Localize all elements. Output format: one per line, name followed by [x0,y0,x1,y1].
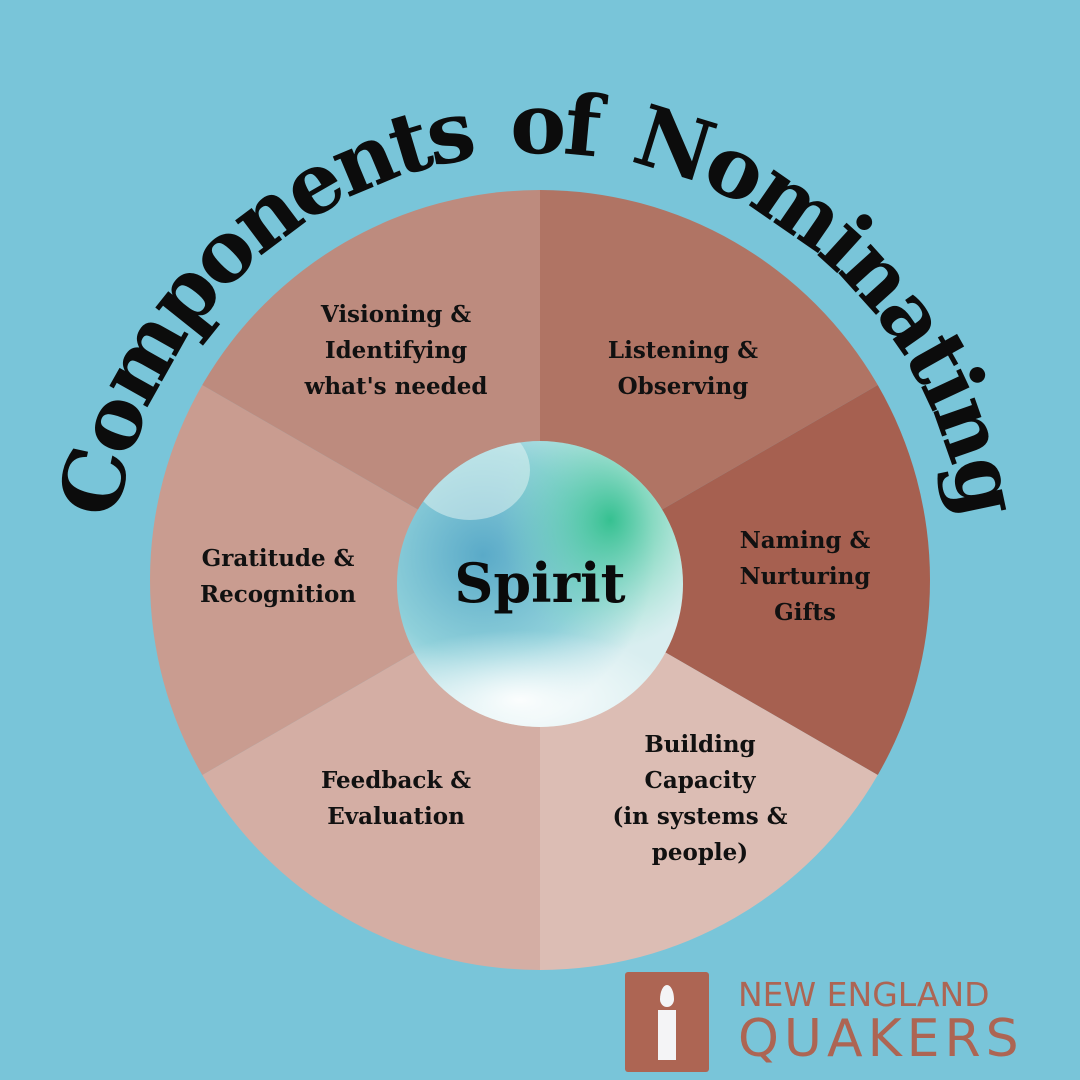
logo-line1: NEW ENGLAND [738,975,990,1014]
segment-label-line: Recognition [200,581,356,608]
segment-wedge [150,385,540,775]
segment-wedge [540,385,930,775]
segment-label-line: Capacity [645,767,757,794]
segment-label-line: (in systems & [613,803,788,830]
quakers-logo-candle-icon [625,972,709,1072]
segment-label-line: Visioning & [320,301,471,328]
segment-label-line: Gratitude & [202,545,355,572]
segment-label-line: Evaluation [327,803,465,830]
segment-label-line: Listening & [608,337,758,364]
logo-line2: QUAKERS [738,1009,1024,1069]
flame-icon [660,985,674,1007]
segment-label-line: Building [644,731,755,758]
logo-text: NEW ENGLAND QUAKERS [738,978,1024,1065]
segment-label-line: people) [652,839,748,866]
segment-label-line: Nurturing [740,563,871,590]
segment-label-line: what's needed [304,373,488,400]
segment-label-line: Gifts [774,599,836,626]
candle-icon [658,1010,676,1060]
title-char: f [560,75,610,177]
segment-label-line: Naming & [740,527,871,554]
segment-label-line: Identifying [325,337,467,364]
segment-label-line: Observing [618,373,749,400]
title-char: o [510,74,566,173]
spirit-label: Spirit [454,551,625,615]
segment-label-line: Feedback & [321,767,471,794]
